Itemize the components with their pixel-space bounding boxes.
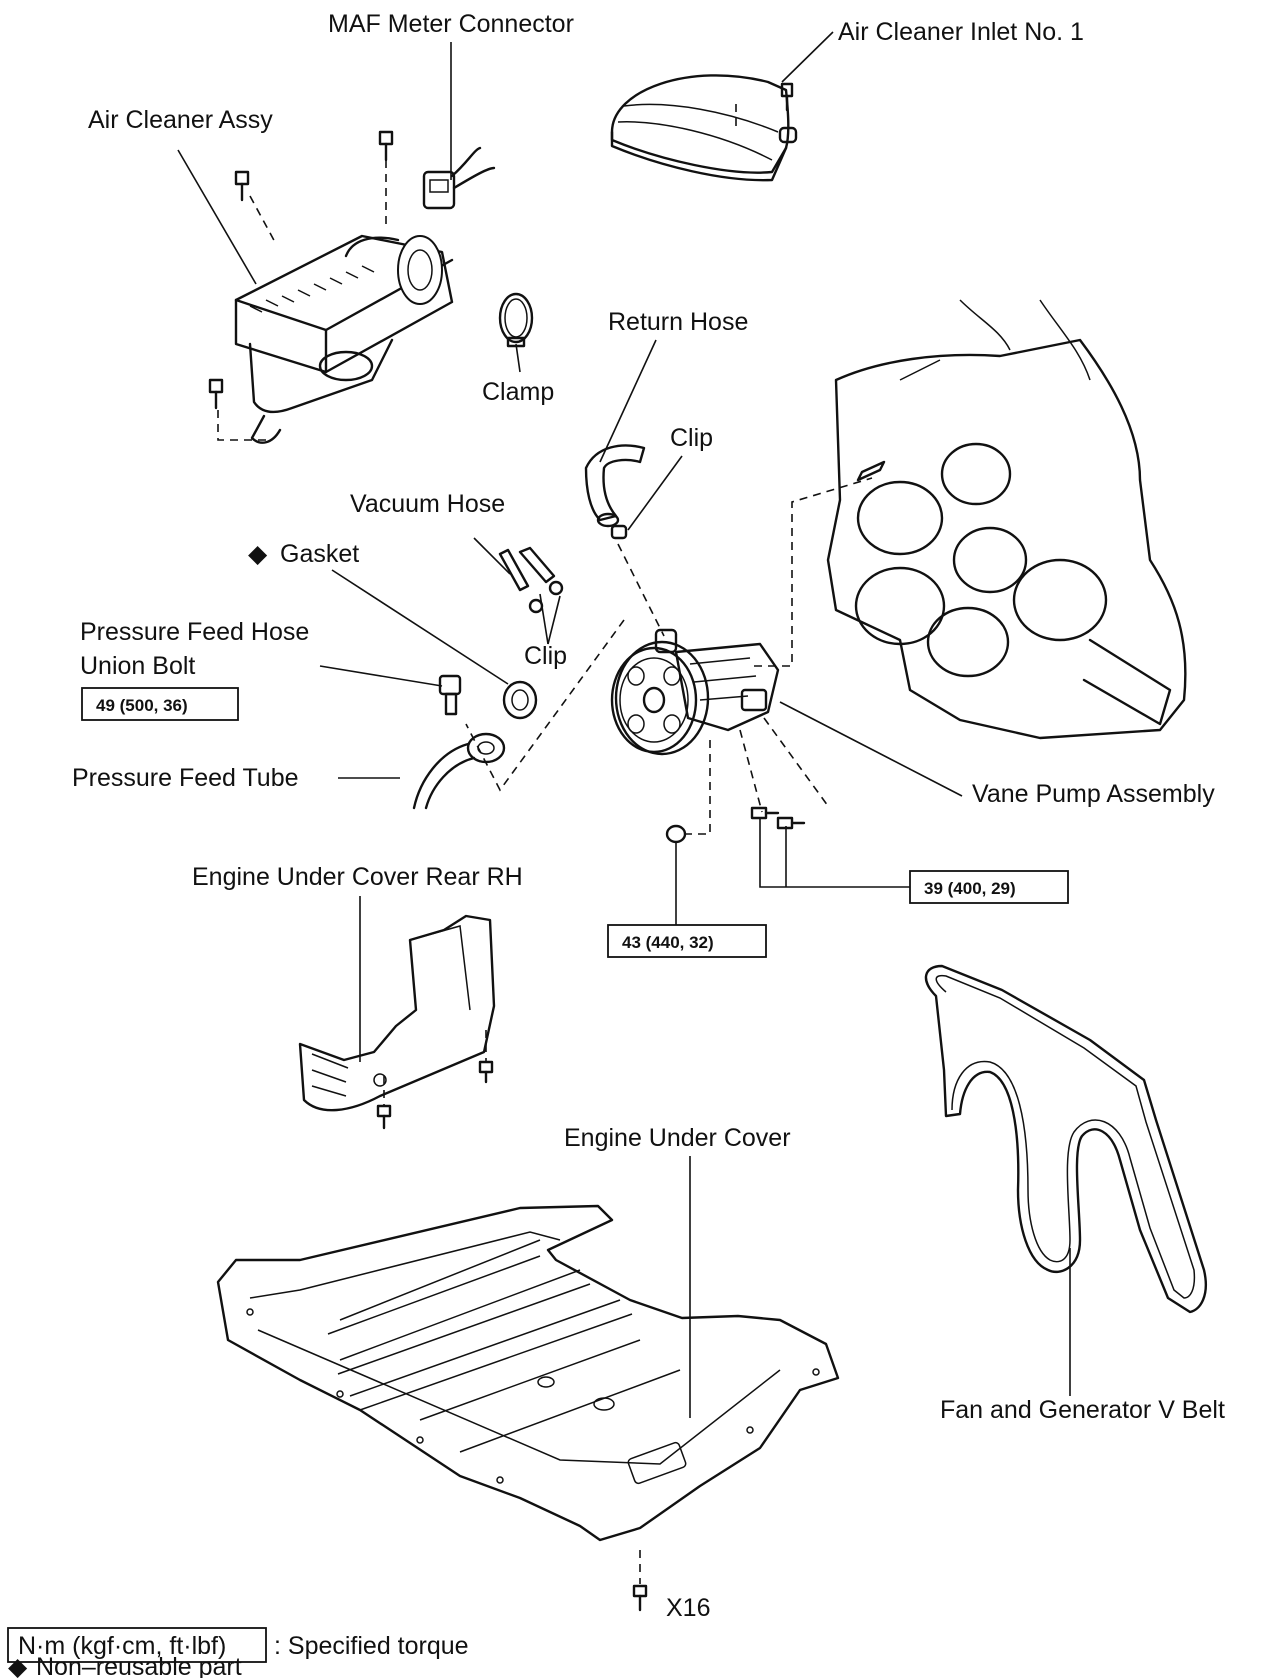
nut-icon (665, 824, 687, 844)
torque-box-pump-bolts: 39 (400, 29) (909, 870, 1069, 904)
label-engine-under-cover: Engine Under Cover (564, 1124, 791, 1152)
leader-lines (177, 31, 1071, 1418)
clamp-drawing (498, 292, 534, 348)
label-bolt-count: X16 (666, 1594, 710, 1622)
legend-nonreusable-icon: ◆ (8, 1653, 28, 1678)
label-maf-meter-connector: MAF Meter Connector (328, 10, 574, 38)
label-gasket: Gasket (280, 540, 359, 568)
legend-nonreusable-text: Non–reusable part (36, 1653, 242, 1678)
legend-torque-text: : Specified torque (274, 1632, 469, 1660)
label-air-cleaner-inlet: Air Cleaner Inlet No. 1 (838, 18, 1084, 46)
bolt-icon (632, 1584, 648, 1612)
bolt-icon (750, 806, 780, 820)
bolt-icon (776, 816, 806, 830)
label-pressure-feed-hose: Pressure Feed Hose (80, 618, 309, 646)
label-vane-pump-assembly: Vane Pump Assembly (972, 780, 1215, 808)
union-bolt-drawing (438, 674, 462, 716)
engine-drawing (826, 299, 1187, 740)
nonreusable-diamond-icon: ◆ (248, 540, 268, 568)
vacuum-hose-drawing (498, 546, 564, 614)
pressure-feed-tube-drawing (412, 732, 506, 810)
bolt-icon (378, 130, 394, 162)
label-air-cleaner-assy: Air Cleaner Assy (88, 106, 273, 134)
torque-value-pump-nut: 43 (440, 32) (622, 933, 714, 952)
assembly-dashed-lines (217, 104, 873, 1584)
torque-value-pump-bolts: 39 (400, 29) (924, 879, 1016, 898)
legend-torque: N·m (kgf·cm, ft·lbf) : Specified torque (7, 1627, 469, 1663)
engine-under-cover-rear-rh-drawing (298, 914, 496, 1130)
bolt-icon (234, 170, 250, 202)
engine-under-cover-drawing (216, 1204, 840, 1612)
air-cleaner-assy-drawing (208, 130, 454, 444)
label-union-bolt: Union Bolt (80, 652, 195, 680)
bolt-icon (208, 378, 224, 410)
torque-value-union-bolt: 49 (500, 36) (96, 696, 188, 715)
legend-torque-unit: N·m (kgf·cm, ft·lbf) (18, 1632, 226, 1660)
label-engine-under-cover-rear-rh: Engine Under Cover Rear RH (192, 863, 523, 891)
label-return-hose: Return Hose (608, 308, 748, 336)
return-hose-drawing (584, 444, 646, 540)
gasket-drawing (502, 680, 538, 720)
vane-pump-drawing (610, 628, 806, 844)
air-cleaner-inlet-drawing (610, 74, 798, 182)
torque-box-union-bolt: 49 (500, 36) (81, 687, 239, 721)
maf-connector-drawing (422, 146, 496, 210)
torque-box-pump-nut: 43 (440, 32) (607, 924, 767, 958)
bolt-icon (780, 82, 794, 112)
bolt-icon (376, 1104, 392, 1130)
v-belt-drawing (924, 964, 1207, 1314)
label-pressure-feed-tube: Pressure Feed Tube (72, 764, 299, 792)
label-clip-return: Clip (670, 424, 713, 452)
bolt-icon (478, 1060, 494, 1084)
label-vacuum-hose: Vacuum Hose (350, 490, 505, 518)
label-clip-vacuum: Clip (524, 642, 567, 670)
label-fan-generator-belt: Fan and Generator V Belt (940, 1396, 1225, 1424)
label-clamp: Clamp (482, 378, 554, 406)
